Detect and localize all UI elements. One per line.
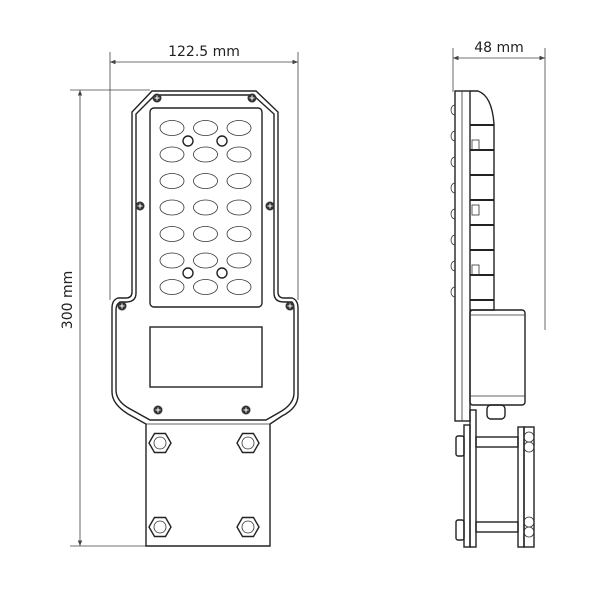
led-bump [450, 286, 456, 298]
screw-icon [285, 301, 295, 311]
hex-bolt-icon [236, 516, 260, 538]
screw-icon [265, 201, 275, 211]
depth-label: 48 mm [474, 40, 524, 56]
clamp-plate [517, 426, 525, 548]
led-lens [226, 173, 252, 189]
led-lens [159, 120, 185, 136]
driver-box [469, 309, 526, 406]
screw-icon [152, 93, 162, 103]
fin-clip [471, 139, 480, 151]
led-bump [450, 156, 456, 168]
width-label: 122.5 mm [168, 44, 240, 60]
panel-hole [182, 267, 194, 279]
led-lens [159, 226, 185, 242]
led-lens [159, 146, 185, 163]
led-bump [450, 182, 456, 194]
panel-hole [216, 267, 228, 279]
led-lens [226, 226, 252, 242]
bolt-head-top [455, 435, 465, 457]
led-lens [193, 120, 218, 136]
bolt-head-bottom [455, 519, 465, 541]
led-lens [193, 279, 218, 295]
back-plate [454, 90, 471, 422]
hex-bolt-icon [148, 516, 172, 538]
led-lens [193, 199, 218, 216]
height-label: 300 mm [60, 271, 76, 329]
heatsink [470, 90, 495, 311]
screw-icon [117, 301, 127, 311]
height-dimension: 300 mm [60, 89, 150, 547]
bracket-bar-top [475, 436, 519, 448]
led-bump [450, 234, 456, 246]
depth-dimension: 48 mm [452, 40, 546, 330]
led-panel [149, 107, 263, 308]
front-view [111, 90, 299, 547]
bracket-bar-bottom [475, 521, 519, 533]
led-lens [159, 173, 185, 189]
inner-outline [115, 94, 295, 421]
led-lens [159, 199, 185, 216]
led-lens [226, 120, 252, 136]
led-lens [226, 279, 252, 295]
housing-outline [111, 90, 299, 547]
width-dimension: 122.5 mm [109, 44, 299, 300]
led-bump [450, 104, 456, 116]
led-lens [193, 146, 218, 163]
cable-gland [486, 404, 506, 420]
panel-hole [182, 135, 194, 147]
driver-window [149, 326, 263, 388]
led-lens [226, 252, 252, 269]
fin-clip [471, 204, 480, 216]
hex-bolt-icon [236, 432, 260, 454]
led-bump [450, 130, 456, 142]
panel-hole [216, 135, 228, 147]
screw-icon [135, 201, 145, 211]
bracket-arm [469, 409, 477, 548]
screw-icon [247, 93, 257, 103]
led-lens [226, 199, 252, 216]
hex-bolt-icon [148, 432, 172, 454]
screw-icon [241, 405, 251, 415]
led-bump [450, 260, 456, 272]
fin-clip [471, 264, 480, 276]
led-lens [159, 252, 185, 269]
led-lens [226, 146, 252, 163]
led-lens [159, 279, 185, 295]
side-view [450, 90, 535, 548]
bracket-plate [463, 424, 471, 548]
screw-icon [153, 405, 163, 415]
led-lens [193, 226, 218, 242]
led-lens [193, 173, 218, 189]
led-bump [450, 208, 456, 220]
led-lens [193, 252, 218, 269]
clamp-nuts [523, 426, 535, 548]
